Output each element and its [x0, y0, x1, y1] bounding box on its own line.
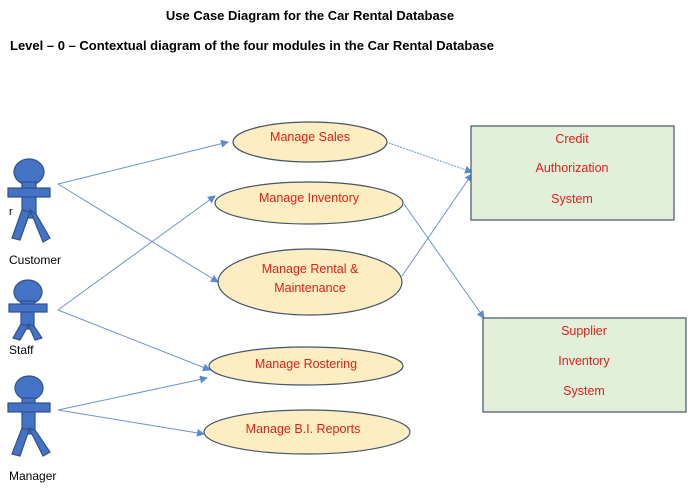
manager-right-leg [27, 426, 51, 457]
system-supplier-inventory[interactable]: Supplier Inventory System [482, 317, 687, 413]
usecase-manage-sales[interactable]: Manage Sales [232, 121, 388, 163]
actor-staff-label: Staff [9, 343, 34, 357]
staff-left-leg [12, 323, 29, 341]
usecase-manage-rostering-label: Manage Rostering [255, 357, 357, 371]
staff-head [13, 279, 43, 305]
system-credit-authorization[interactable]: Credit Authorization System [470, 125, 675, 221]
manager-arms [7, 402, 51, 413]
diagram-title: Use Case Diagram for the Car Rental Data… [165, 8, 455, 23]
actor-customer-figure [7, 158, 51, 243]
usecase-manage-rental-label-line2: Maintenance [274, 281, 346, 295]
manager-head [14, 375, 44, 401]
link-customer-sales [57, 139, 229, 185]
customer-left-leg [11, 209, 31, 241]
usecase-manage-bi-reports[interactable]: Manage B.I. Reports [203, 409, 411, 455]
usecase-manage-inventory-label: Manage Inventory [259, 191, 360, 205]
manager-left-leg [11, 427, 30, 457]
link-manager-rostering [57, 375, 208, 411]
customer-right-leg [28, 208, 51, 243]
usecase-manage-inventory[interactable]: Manage Inventory [214, 181, 404, 225]
link-manager-reports [57, 409, 205, 437]
staff-arms [8, 303, 48, 313]
system-credit-line1: Credit [555, 132, 589, 146]
actor-staff-figure [8, 279, 48, 341]
customer-arms [7, 187, 51, 198]
actor-customer-label: Customer [9, 253, 62, 267]
link-rental-credit [401, 173, 473, 277]
staff-right-leg [26, 323, 43, 341]
stray-character: r [9, 206, 13, 218]
link-inventory-supplier [403, 203, 485, 319]
customer-head [13, 158, 45, 186]
system-supplier-line3: System [563, 384, 605, 398]
system-credit-line2: Authorization [536, 161, 609, 175]
link-staff-rostering [57, 309, 211, 372]
usecase-manage-bi-reports-label: Manage B.I. Reports [246, 422, 361, 436]
link-customer-rental [57, 183, 219, 283]
usecase-manage-rostering[interactable]: Manage Rostering [208, 346, 404, 386]
usecase-manage-rental-label-line1: Manage Rental & [262, 262, 359, 276]
link-staff-inventory [57, 195, 216, 311]
system-supplier-line2: Inventory [558, 354, 610, 368]
link-sales-credit [385, 141, 473, 174]
association-lines [57, 139, 485, 437]
actor-manager-label: Manager [9, 469, 57, 483]
actor-manager-figure [7, 375, 51, 457]
system-credit-line3: System [551, 192, 593, 206]
usecase-manage-sales-label: Manage Sales [270, 130, 350, 144]
usecase-manage-rental-maintenance[interactable]: Manage Rental & Maintenance [217, 248, 403, 316]
diagram-subtitle: Level – 0 – Contextual diagram of the fo… [10, 38, 495, 53]
system-supplier-line1: Supplier [561, 324, 607, 338]
